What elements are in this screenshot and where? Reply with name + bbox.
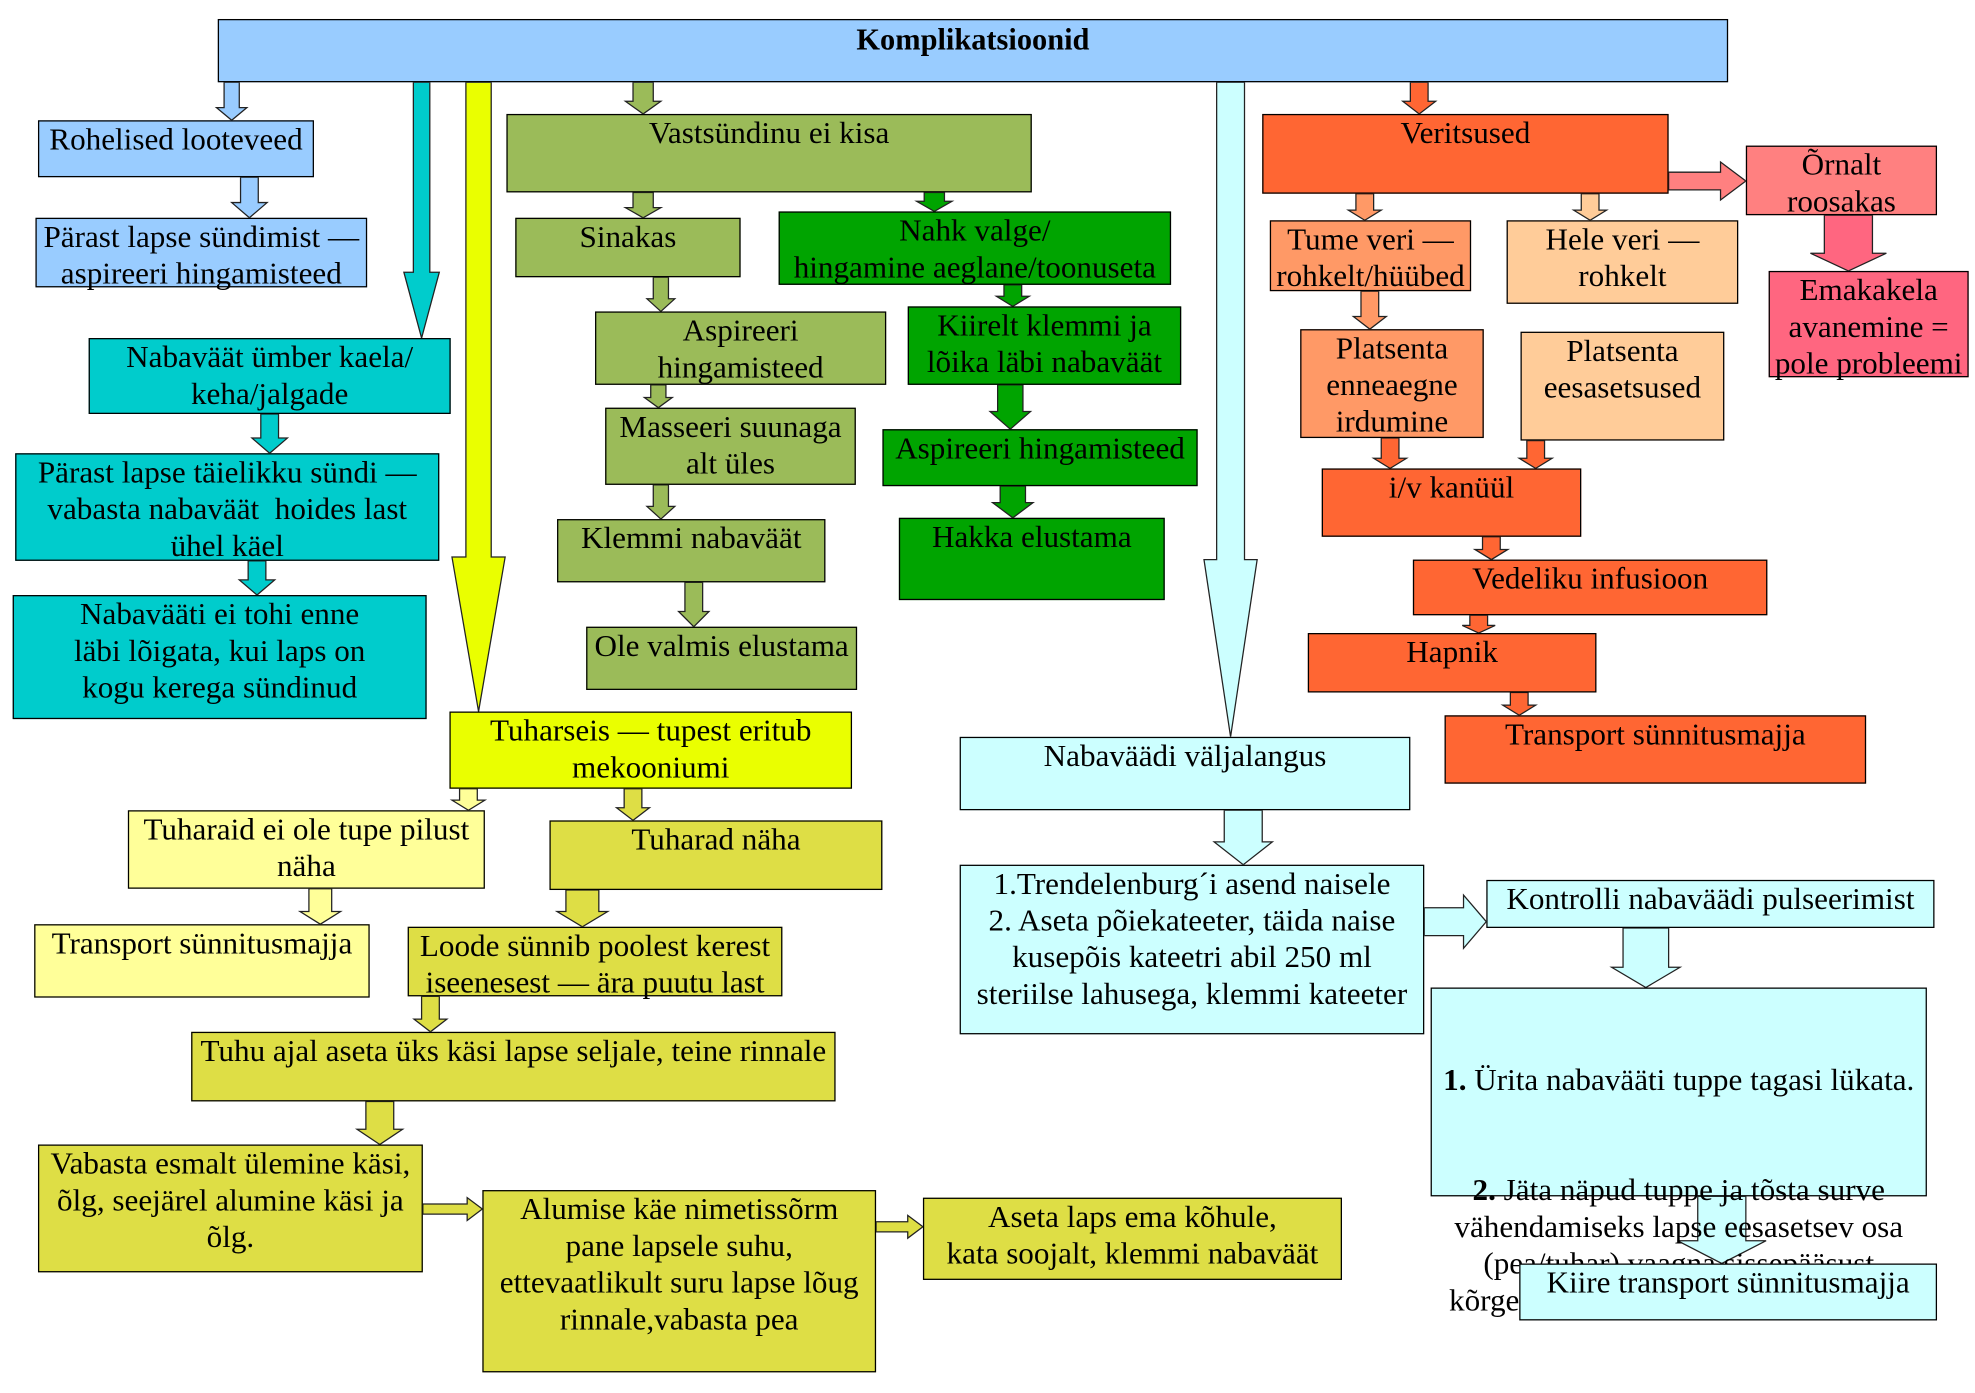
node-cord-check-pulse: Kontrolli nabaväädi pulseerimist	[1486, 879, 1935, 928]
flow-arrow-31	[1461, 614, 1496, 634]
flow-arrow-35	[297, 888, 343, 925]
flow-arrow-21	[1677, 1195, 1767, 1265]
node-cyanotic: Sinakas	[515, 217, 741, 278]
flow-arrow-18	[1212, 809, 1275, 866]
node-cord-prolapse: Nabaväädi väljalangus	[959, 736, 1411, 811]
flow-arrow-37	[412, 995, 449, 1033]
flow-arrow-12	[677, 581, 711, 628]
node-cord-entanglement: Nabaväät ümber kaela/ keha/jalgade	[88, 338, 451, 414]
node-oxygen: Hapnik	[1307, 633, 1597, 693]
flow-arrow-33	[449, 788, 488, 811]
node-cord-prolapse-transport: Kiire transport sünnitusmajja	[1519, 1263, 1938, 1321]
flow-arrow-28	[1371, 437, 1409, 470]
node-breech-transport: Transport sünnitusmajja	[34, 924, 370, 998]
flow-arrow-22	[1400, 81, 1438, 115]
node-bright-blood: Hele veri — rohkelt	[1506, 220, 1739, 304]
flow-arrow-1	[214, 81, 249, 122]
flow-arrow-25	[1667, 160, 1747, 202]
node-cord-release: Pärast lapse täielikku sündi — vabasta n…	[15, 453, 440, 563]
flow-arrow-19	[1423, 893, 1488, 950]
action-number-2: 2.	[1472, 1173, 1496, 1208]
node-aspirate-after-birth: Pärast lapse sündimist — aspireeri hinga…	[35, 217, 368, 291]
flow-arrow-7	[623, 81, 663, 115]
node-breech-place-on-mother: Aseta laps ema kõhule, kata soojalt, kle…	[922, 1197, 1342, 1280]
flow-arrow-24	[1571, 193, 1609, 222]
node-placenta-previa: Platsenta eesasetsused	[1520, 331, 1725, 441]
flow-arrow-26	[1810, 214, 1887, 272]
node-breech-hands-position: Tuhu ajal aseta üks käsi lapse seljale, …	[191, 1031, 836, 1102]
node-pale: Nahk valge/ hingamine aeglane/toonuseta	[778, 211, 1172, 285]
flow-arrow-13	[914, 191, 955, 213]
node-cord-prolapse-actions: 1. Ürita nabavääti tuppe tagasi lükata. …	[1430, 987, 1927, 1318]
flow-arrow-8	[623, 191, 664, 219]
root-node: Komplikatsioonid	[217, 18, 1729, 83]
node-breech-release-head: Alumise käe nimetissõrm pane lapsele suh…	[482, 1190, 877, 1373]
node-breech-visible: Tuharad näha	[549, 820, 883, 891]
flow-arrow-4	[250, 413, 290, 455]
flow-arrow-16	[990, 485, 1035, 519]
node-iv-cannula: i/v kanüül	[1321, 468, 1582, 537]
flow-arrow-29	[1516, 439, 1555, 470]
flow-arrow-6	[451, 81, 506, 712]
flow-arrow-34	[614, 788, 652, 822]
node-placental-abruption: Platsenta enneaegne irdumine	[1300, 329, 1484, 439]
flow-arrow-30	[1472, 536, 1511, 561]
node-pale-aspirate: Aspireeri hingamisteed	[882, 429, 1198, 487]
node-breech-do-not-touch: Loode sünnib poolest kerest iseenesest —…	[407, 926, 783, 1000]
node-cyanotic-massage: Masseeri suunaga alt üles	[605, 407, 856, 485]
node-cervix-opening: Emakakela avanemine = pole probleemi	[1768, 270, 1969, 381]
node-bleeding-transport: Transport sünnitusmajja	[1444, 715, 1867, 784]
node-cyanotic-aspirate: Aspireeri hingamisteed	[595, 311, 887, 385]
node-dark-blood: Tume veri — rohkelt/hüübed	[1269, 220, 1472, 294]
flow-arrow-20	[1609, 927, 1683, 989]
flow-arrow-23	[1346, 193, 1384, 222]
node-cord-do-not-cut: Nabavääti ei tohi enne läbi lõigata, kui…	[12, 595, 427, 720]
flow-arrow-14	[994, 284, 1032, 308]
node-pinkish: Õrnalt roosakas	[1745, 145, 1938, 219]
flow-arrow-11	[645, 484, 677, 520]
flow-arrow-10	[642, 384, 675, 409]
action-text-1: Ürita nabavääti tuppe tagasi lükata.	[1466, 1063, 1915, 1098]
node-newborn-not-crying: Vastsündinu ei kisa	[506, 113, 1032, 193]
flow-arrow-27	[1351, 290, 1389, 330]
flow-arrow-17	[1203, 81, 1258, 737]
node-cord-prolapse-first-aid: 1.Trendelenburg´i asend naisele 2. Aseta…	[959, 864, 1425, 1035]
flow-arrow-40	[875, 1214, 924, 1240]
flow-arrow-38	[354, 1100, 405, 1146]
action-number-1: 1.	[1443, 1063, 1467, 1098]
node-breech-not-visible: Tuharaid ei ole tupe pilust näha	[127, 810, 485, 889]
flow-arrow-32	[1500, 691, 1538, 717]
flow-arrow-15	[988, 384, 1033, 431]
flow-arrow-5	[237, 560, 277, 596]
node-cyanotic-clamp: Klemmi nabaväät	[557, 519, 826, 583]
flow-arrow-39	[422, 1196, 484, 1222]
flow-arrow-36	[554, 889, 610, 928]
node-fluid-infusion: Vedeliku infusioon	[1412, 559, 1768, 616]
node-breech-release-arms: Vabasta esmalt ülemine käsi, õlg, seejär…	[37, 1144, 423, 1273]
flow-arrow-2	[229, 176, 269, 219]
flow-arrow-9	[645, 276, 677, 313]
node-green-amniotic-fluid: Rohelised looteveed	[37, 120, 314, 178]
node-breech: Tuharseis — tupest eritub mekooniumi	[449, 711, 853, 789]
action-line-1: 1. Ürita nabavääti tuppe tagasi lükata.	[1432, 1062, 1926, 1099]
node-pale-resuscitate: Hakka elustama	[898, 517, 1165, 601]
node-cyanotic-ready-resuscitate: Ole valmis elustama	[586, 626, 858, 690]
flow-arrow-3	[403, 81, 441, 341]
node-pale-clamp-cut: Kiirelt klemmi ja lõika läbi nabaväät	[907, 306, 1182, 385]
node-bleeding: Veritsused	[1262, 113, 1669, 194]
